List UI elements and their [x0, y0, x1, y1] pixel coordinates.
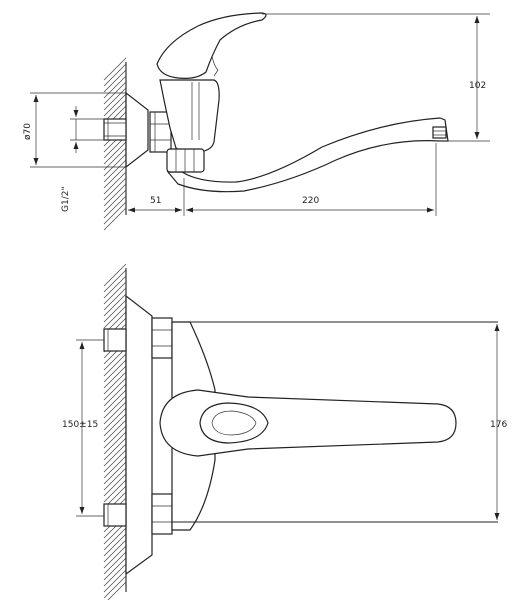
- wall-hatch-line: [103, 165, 127, 189]
- wall-hatch-line: [103, 431, 127, 455]
- wall-hatch-line: [103, 539, 127, 563]
- wall-hatch-line: [103, 75, 127, 99]
- handle-lever-side: [156, 12, 267, 79]
- wall-hatch-line: [103, 383, 127, 407]
- wall-hatch-line: [103, 575, 127, 599]
- wall-hatch-line: [103, 479, 127, 503]
- wall-hatch-line: [103, 87, 127, 111]
- lower-connector-front: [103, 493, 173, 535]
- wall-hatch-line: [103, 305, 127, 329]
- aerator-side: [432, 126, 447, 139]
- wall-hatch-line: [103, 461, 127, 485]
- flange-front: [125, 294, 153, 576]
- wall-hatch-line: [103, 401, 127, 425]
- wall-hatch-line: [103, 207, 127, 231]
- wall-hatch-line: [103, 527, 127, 551]
- handle-cap-front: [199, 402, 269, 444]
- wall-hatch-line: [103, 425, 127, 449]
- wall-hatch-line: [103, 407, 127, 431]
- spout-top-front: [172, 321, 498, 523]
- wall-hatch-line: [103, 141, 127, 165]
- dim-spout-height: 102: [469, 81, 486, 91]
- wall-hatch-line: [103, 449, 127, 473]
- wall-hatch-line: [103, 347, 127, 371]
- wall-hatch-line: [103, 563, 127, 587]
- wall-hatch-line: [103, 545, 127, 569]
- wall-hatch-line: [103, 293, 127, 317]
- wall-hatch-line: [103, 287, 127, 311]
- wall-hatch-line: [103, 569, 127, 593]
- wall-hatch-line: [107, 581, 127, 600]
- wall-hatch-line: [103, 153, 127, 177]
- wall-hatch-line: [103, 183, 127, 207]
- dim-center-distance: 150±15: [62, 420, 98, 430]
- dim-total-width: 176: [490, 420, 507, 430]
- wall-hatch-line: [103, 359, 127, 383]
- wall-hatch-line: [103, 371, 127, 395]
- wall-hatch-line: [103, 275, 127, 299]
- wall-hatch-line: [103, 281, 127, 305]
- wall-hatch-line: [103, 171, 127, 195]
- wall-hatch-line: [103, 377, 127, 401]
- wall-hatch-line: [103, 467, 127, 491]
- wall-hatch-line: [103, 455, 127, 479]
- wall-hatch-line: [103, 195, 127, 219]
- wall-hatch-line: [103, 177, 127, 201]
- wall-hatch-line: [103, 413, 127, 437]
- wall-hatch-line: [103, 533, 127, 557]
- wall-hatch-line: [103, 389, 127, 413]
- side-view: 102 ø70 G1/2" 51 220: [23, 12, 490, 231]
- wall-hatch-line: [103, 551, 127, 575]
- wall-hatch-line: [103, 99, 127, 123]
- wall-hatch-line: [103, 437, 127, 461]
- wall-hatch-line: [103, 419, 127, 443]
- wall-hatch-line: [103, 93, 127, 117]
- dim-spout-reach: 220: [302, 196, 319, 206]
- dim-wall-offset: 51: [150, 196, 161, 206]
- spout-swivel-ring: [166, 148, 205, 173]
- upper-connector-front: [103, 317, 173, 359]
- thread-stub-side: [103, 118, 127, 141]
- wall-hatch-line: [103, 263, 127, 287]
- front-view: 150±15 176: [62, 263, 507, 600]
- wall-hatch-line: [103, 147, 127, 171]
- wall-hatch-line: [103, 159, 127, 183]
- wall-hatch-line: [103, 269, 127, 293]
- wall-hatch-line: [103, 189, 127, 213]
- wall-hatch-line: [103, 365, 127, 389]
- wall-hatch-line: [103, 395, 127, 419]
- wall-hatch-line: [103, 473, 127, 497]
- wall-hatch-line: [103, 63, 127, 87]
- wall-hatch-line: [103, 69, 127, 93]
- wall-hatch-line: [103, 443, 127, 467]
- wall-hatch-line: [103, 299, 127, 323]
- wall-hatch-line: [103, 557, 127, 581]
- wall-front: [103, 263, 127, 600]
- dim-thread-size: G1/2": [61, 186, 71, 212]
- dim-flange-diameter: ø70: [23, 123, 33, 140]
- wall-hatch-line: [103, 201, 127, 225]
- flange-side: [125, 91, 149, 169]
- wall-hatch-line: [103, 353, 127, 377]
- wall-hatch-line: [103, 57, 127, 81]
- hex-nut-side: [149, 111, 172, 153]
- wall-side: [103, 57, 127, 231]
